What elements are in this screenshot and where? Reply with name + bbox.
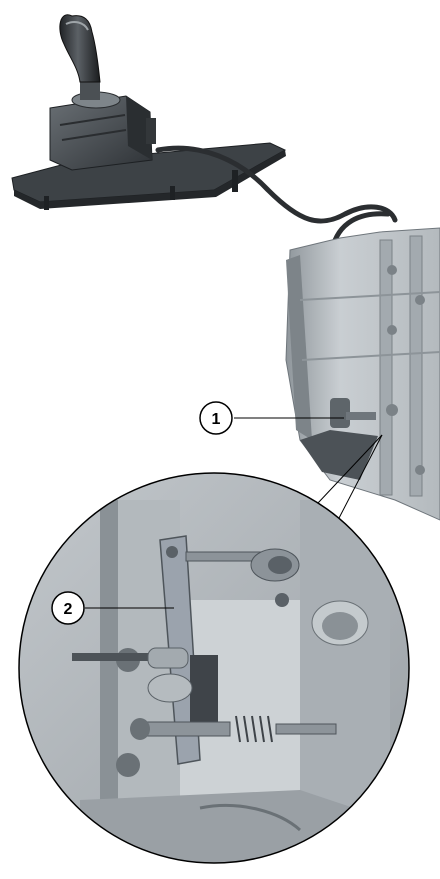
callout-2: 2 xyxy=(51,591,174,625)
magnifier-leader xyxy=(337,434,383,521)
magnifier-leader xyxy=(317,434,383,504)
shift-cable xyxy=(155,145,398,224)
cable-end-fitting xyxy=(330,398,350,428)
callout-1-number: 1 xyxy=(212,411,221,428)
callout-1: 1 xyxy=(199,401,344,435)
gear-knob xyxy=(59,14,101,83)
gearbox-housing xyxy=(285,227,440,521)
callout-2-number: 2 xyxy=(64,601,73,618)
mounting-stud xyxy=(232,170,238,192)
detail-magnifier xyxy=(18,472,410,864)
mounting-stud xyxy=(170,186,175,200)
mounting-stud xyxy=(44,196,49,210)
gear-shifter-assembly xyxy=(11,14,287,210)
detail-magnifier-border xyxy=(18,472,410,864)
return-spring xyxy=(235,715,273,743)
